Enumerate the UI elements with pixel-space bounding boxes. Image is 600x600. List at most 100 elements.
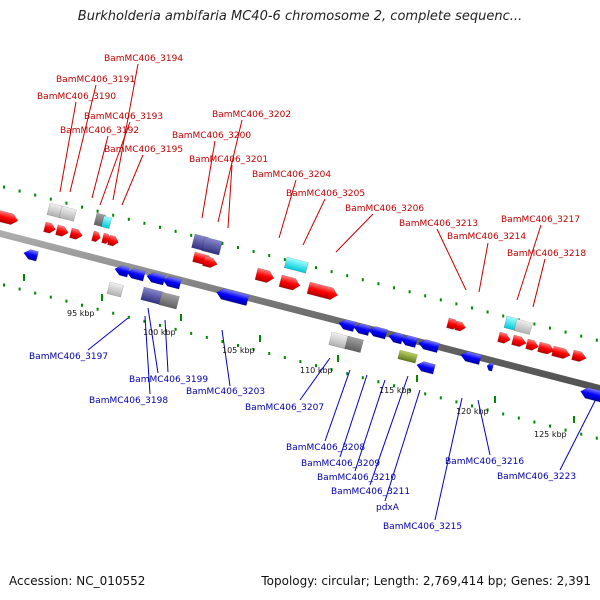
major-tick [416,375,418,382]
reverse-gene-arrow [338,319,356,332]
gene-label[interactable]: BamMC406_3217 [501,215,580,225]
gene-label[interactable]: BamMC406_3211 [331,487,410,497]
upper-track-dot [580,334,583,338]
forward-gene-arrow-shape [254,267,275,283]
forward-gene-arrow [525,338,539,351]
gene-label[interactable]: BamMC406_3206 [345,204,424,214]
feature-box-shape [344,335,364,353]
tick-label: 105 kbp [222,346,255,355]
gene-label[interactable]: BamMC406_3199 [129,375,208,385]
reverse-gene-arrow [216,288,250,306]
reverse-gene-arrow-shape [418,339,440,353]
reverse-gene-arrow [368,326,388,340]
forward-gene-arrow [278,274,301,291]
forward-gene-arrow [497,331,511,344]
reverse-gene-arrow [353,323,371,336]
upper-track-dot [471,306,473,310]
tick-label: 100 kbp [143,328,176,337]
gene-label[interactable]: BamMC406_3223 [497,472,576,482]
leader-line [121,154,144,206]
gene-label[interactable]: BamMC406_3193 [84,112,163,122]
upper-track-dot [252,250,255,254]
gene-label[interactable]: BamMC406_3203 [186,387,265,397]
gene-label[interactable]: BamMC406_3194 [104,54,183,64]
reverse-gene-arrow-shape [146,272,166,286]
reverse-gene-arrow [486,362,495,372]
upper-track-dot [190,233,193,237]
gene-label[interactable]: BamMC406_3213 [399,219,478,229]
gene-label[interactable]: BamMC406_3218 [507,249,586,259]
lower-track-dot [455,400,458,404]
gene-label[interactable]: BamMC406_3204 [252,170,331,180]
gene-label[interactable]: BamMC406_3200 [172,131,251,141]
gene-label[interactable]: BamMC406_3216 [445,457,524,467]
forward-gene-arrow-shape [69,227,83,240]
forward-gene-arrow-shape [525,338,539,351]
lower-track-dot [393,384,395,388]
gene-label[interactable]: BamMC406_3207 [245,403,324,413]
leader-line [434,397,463,521]
leader-line [477,399,491,456]
upper-track-dot [159,225,161,229]
accession-text: Accession: NC_010552 [9,574,146,588]
upper-track-dot [346,274,349,278]
gene-label[interactable]: BamMC406_3215 [383,522,462,532]
upper-track-dot [564,330,567,334]
reverse-gene-arrow [416,361,436,375]
leader-line [478,242,489,293]
forward-gene-arrow-shape [571,349,587,362]
leader-line [384,389,421,502]
gene-label[interactable]: pdxA [376,503,400,513]
feature-box [100,215,113,229]
gene-label[interactable]: BamMC406_3208 [286,443,365,453]
forward-gene-arrow [306,281,338,300]
gene-label[interactable]: BamMC406_3209 [301,459,380,469]
tick-labels: 95 kbp 100 kbp 105 kbp 110 kbp 115 kbp 1… [67,309,567,439]
leader-line [324,369,351,442]
lower-track-dot [49,295,52,299]
forward-gene-arrow-shape [511,334,527,347]
forward-gene-arrow-shape [454,320,466,332]
lower-track-dot [190,331,193,335]
gene-label[interactable]: BamMC406_3214 [447,232,526,242]
reverse-gene-arrow [23,249,39,262]
leader-line [335,213,374,253]
leader-line [227,164,233,229]
gene-label[interactable]: BamMC406_3198 [89,396,168,406]
leader-line [369,375,409,486]
lower-track-dot [424,392,427,396]
gene-label[interactable]: BamMC406_3201 [189,155,268,165]
forward-gene-arrow-shape [43,221,56,234]
gene-label[interactable]: BamMC406_3205 [286,189,365,199]
forward-gene-arrow [55,224,69,237]
lower-track-dot [471,404,473,408]
reverse-gene-labels: BamMC406_3197 BamMC406_3199 BamMC406_319… [29,352,576,532]
gene-label[interactable]: BamMC406_3195 [104,145,183,155]
upper-track-dot [221,241,224,245]
major-tick [180,314,182,321]
reverse-gene-arrow-shape [580,387,600,403]
topology-text: Topology: circular; Length: 2,769,414 bp… [261,574,591,588]
forward-gene-arrow [551,345,571,359]
gene-label[interactable]: BamMC406_3192 [60,126,139,136]
forward-gene-arrow-shape [306,281,338,300]
reverse-gene-arrow [146,272,166,286]
gene-label[interactable]: BamMC406_3197 [29,352,108,362]
gene-label[interactable]: BamMC406_3190 [37,92,116,102]
leader-line [99,121,131,206]
gene-label[interactable]: BamMC406_3210 [317,473,396,483]
lower-track-dot [299,360,302,364]
upper-track-dot [81,205,83,209]
lower-track-dot [252,348,255,352]
gene-label[interactable]: BamMC406_3191 [56,75,135,85]
reverse-gene-arrow [162,276,182,290]
forward-gene-arrow-shape [537,341,555,355]
lower-track-dot [3,283,5,287]
leader-line [221,329,231,387]
reverse-gene-arrow-shape [388,332,404,345]
lower-track-dot [159,323,161,327]
tick-label: 115 kbp [379,386,412,395]
gene-label[interactable]: BamMC406_3202 [212,110,291,120]
reverse-gene-arrow-shape [114,265,130,278]
